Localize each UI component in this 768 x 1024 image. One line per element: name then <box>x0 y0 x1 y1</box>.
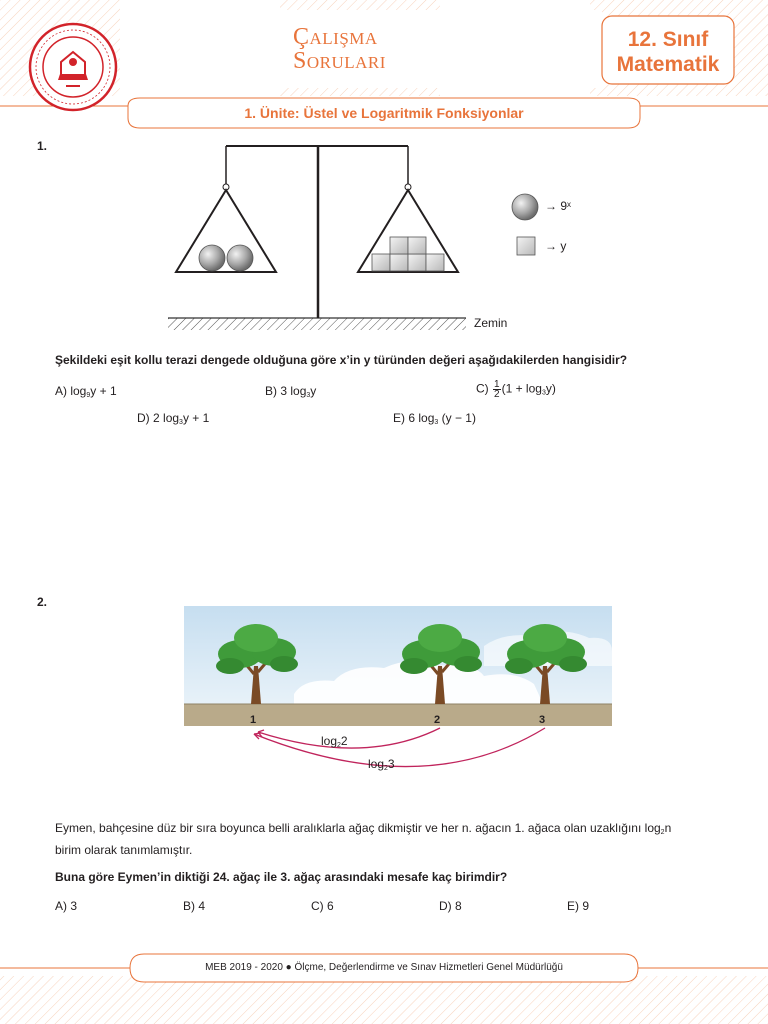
cube <box>425 253 445 272</box>
cloud <box>294 661 544 706</box>
question-2-text: Buna göre Eymen’in diktiği 24. ağaç ile … <box>55 870 508 884</box>
balance-scale-figure <box>168 145 466 330</box>
cube-legend-icon <box>516 236 536 256</box>
ground <box>184 704 612 726</box>
question-2-number: 2. <box>37 595 48 609</box>
question-2-paragraph-line-1: Eymen, bahçesine düz bir sıra boyunca be… <box>55 821 672 836</box>
cube-legend-label: → y <box>545 239 567 253</box>
ministry-logo <box>28 22 118 112</box>
tree-3 <box>505 624 587 704</box>
header-decoration <box>0 0 768 129</box>
cube <box>389 236 409 255</box>
question-1-text: Şekildeki eşit kollu terazi dengede oldu… <box>55 353 628 367</box>
ground <box>168 318 466 330</box>
footer-decoration <box>0 953 768 1024</box>
grade-subject-box: 12. Sınıf Matematik <box>612 27 724 77</box>
question-2-paragraph-line-2: birim olarak tanımlamıştır. <box>55 843 193 857</box>
ball <box>198 244 226 272</box>
garden-trees-figure: 1 2 3 <box>184 606 612 768</box>
cube <box>407 236 427 255</box>
question-1-number: 1. <box>37 139 48 153</box>
footer-text: MEB 2019 - 2020 ● Ölçme, Değerlendirme v… <box>205 962 563 973</box>
option-c[interactable]: C) 6 <box>311 899 334 913</box>
worksheet-title: ÇALIŞMA SORULARI <box>293 24 386 74</box>
cube <box>407 253 427 272</box>
ground-label: Zemin <box>474 316 508 330</box>
unit-title: 1. Ünite: Üstel ve Logaritmik Fonksiyonl… <box>244 105 524 121</box>
left-pan <box>174 188 278 273</box>
ball <box>226 244 254 272</box>
ball-legend-label: → 9ˣ <box>545 199 571 213</box>
arc-1-to-3 <box>253 727 546 768</box>
ball-legend-icon <box>511 193 539 221</box>
arc-1-to-2 <box>257 727 441 749</box>
tree-1 <box>216 624 298 704</box>
option-e[interactable]: E) 9 <box>567 899 590 913</box>
tree-label-2: 2 <box>434 714 440 726</box>
option-d[interactable]: D) 8 <box>439 899 462 913</box>
tree-label-1: 1 <box>250 714 256 726</box>
tree-label-3: 3 <box>539 714 545 726</box>
option-a[interactable]: A) 3 <box>55 899 78 913</box>
option-b[interactable]: B) 4 <box>183 899 206 913</box>
cube <box>389 253 409 272</box>
option-a[interactable]: A) log9y + 1 <box>55 384 117 399</box>
arc-1-label: log22 <box>321 734 348 749</box>
right-pan <box>356 188 460 273</box>
option-b[interactable]: B) 3 log3y <box>265 384 317 399</box>
arc-2-label: log23 <box>368 757 395 772</box>
tree-2 <box>400 624 482 704</box>
option-e[interactable]: E) 6 log3 (y − 1) <box>393 411 476 426</box>
cube <box>371 253 391 272</box>
grade-label: 12. Sınıf <box>627 28 709 51</box>
subject-label: Matematik <box>616 53 720 76</box>
option-d[interactable]: D) 2 log3y + 1 <box>137 411 210 426</box>
